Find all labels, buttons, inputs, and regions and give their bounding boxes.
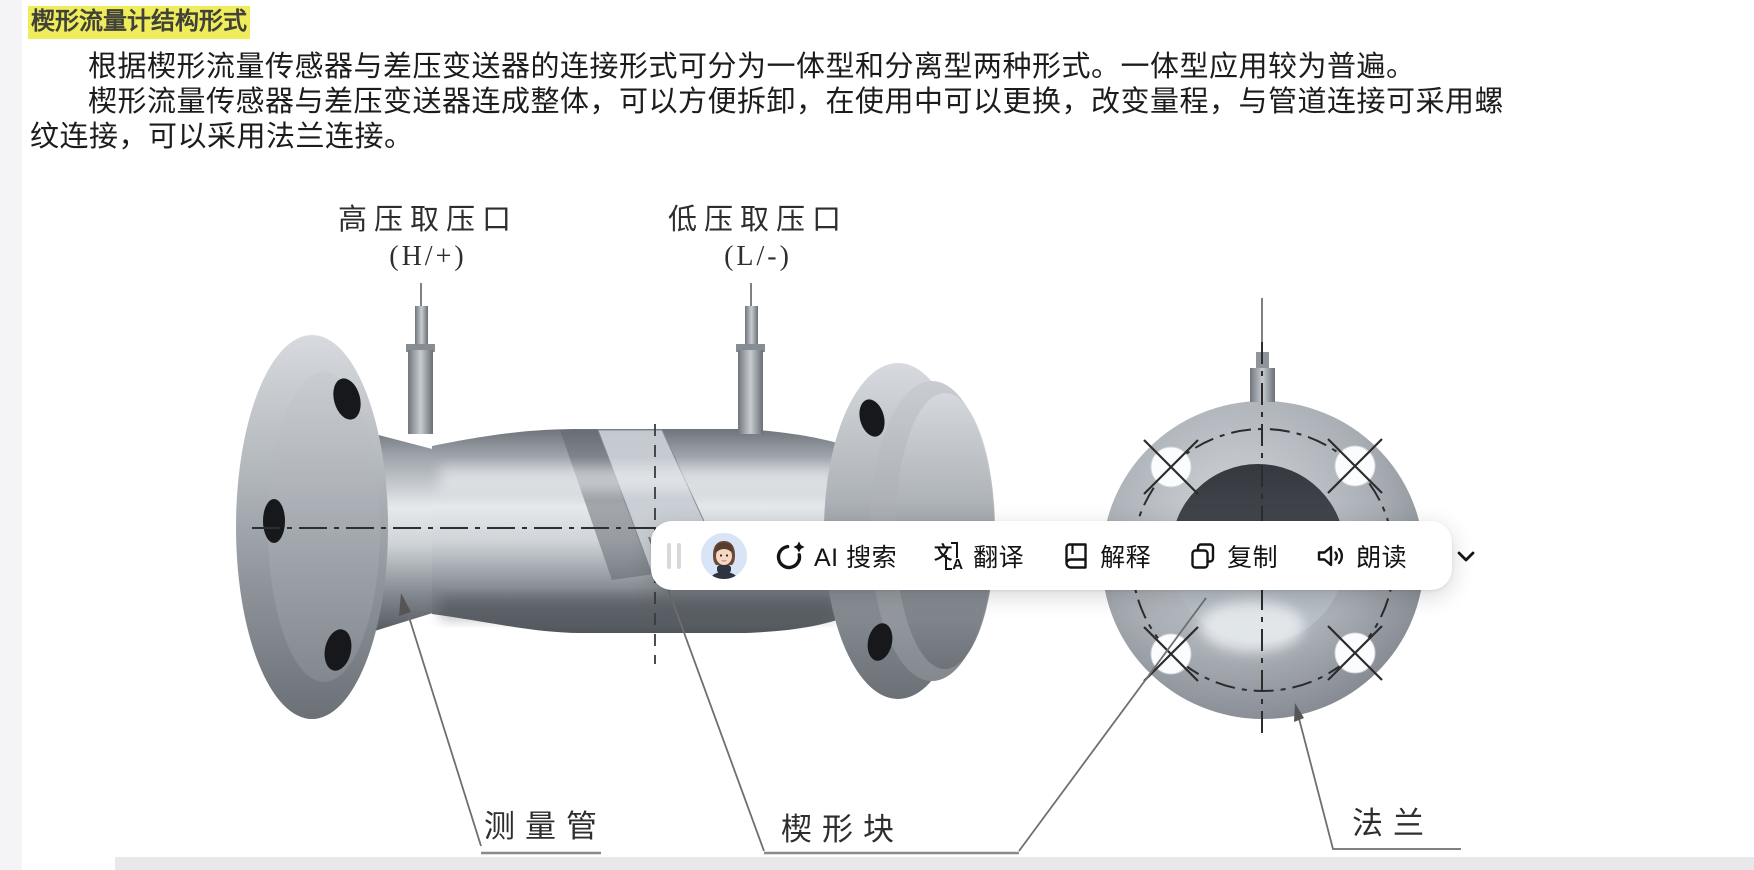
label-measuring-tube: 测量管 (484, 809, 607, 844)
translate-label: 翻译 (973, 543, 1025, 572)
avatar-illustration (701, 532, 747, 579)
read-aloud-label: 朗读 (1356, 543, 1408, 572)
chevron-down-icon (1457, 551, 1475, 561)
side-view (236, 283, 995, 719)
copy-label: 复制 (1227, 543, 1279, 572)
translate-icon: 文 A (934, 541, 964, 573)
ai-search-label: AI 搜索 (814, 543, 898, 572)
label-low-pressure-tap: 低压取压口 (667, 204, 848, 236)
copy-button[interactable]: 复制 (1188, 538, 1278, 574)
page-bottom-bar (115, 857, 1754, 870)
label-low-pressure-symbol: (L/-) (724, 241, 792, 272)
explain-button[interactable]: 解释 (1061, 538, 1151, 574)
label-high-pressure-tap: 高压取压口 (337, 204, 518, 236)
highlighted-title-text: 楔形流量计结构形式 (28, 6, 250, 39)
more-actions-button[interactable] (1453, 543, 1479, 569)
page-title: 楔形流量计结构形式 (28, 6, 250, 39)
ai-search-button[interactable]: AI 搜索 (775, 538, 897, 574)
assistant-avatar[interactable] (701, 532, 747, 579)
label-wedge-block: 楔形块 (781, 812, 904, 847)
selection-toolbar: AI 搜索 文 A 翻译 解释 复制 朗读 (651, 521, 1475, 590)
explain-book-icon (1065, 542, 1087, 569)
read-aloud-button[interactable]: 朗读 (1315, 538, 1407, 574)
toolbar-drag-handle[interactable] (667, 542, 681, 569)
explain-label: 解释 (1100, 543, 1152, 572)
ai-search-icon (776, 541, 805, 569)
high-pressure-tap-pipe (406, 306, 435, 434)
label-high-pressure-symbol: (H/+) (389, 241, 467, 272)
paragraph-line-2: 楔形流量传感器与差压变送器连成整体，可以方便拆卸，在使用中可以更换，改变量程，与… (88, 86, 1505, 118)
read-aloud-speaker-icon (1317, 545, 1344, 566)
paragraph-line-1: 根据楔形流量传感器与差压变送器的连接形式可分为一体型和分离型两种形式。一体型应用… (88, 51, 1416, 83)
bolt-holes (1143, 438, 1383, 682)
page-left-margin (0, 0, 22, 870)
translate-button[interactable]: 文 A 翻译 (934, 538, 1024, 574)
label-flange: 法兰 (1352, 806, 1434, 841)
document-text: 根据楔形流量传感器与差压变送器的连接形式可分为一体型和分离型两种形式。一体型应用… (30, 50, 1750, 155)
low-pressure-tap-pipe (736, 306, 765, 434)
paragraph-line-3: 纹连接，可以采用法兰连接。 (30, 121, 414, 153)
copy-icon (1191, 542, 1215, 569)
